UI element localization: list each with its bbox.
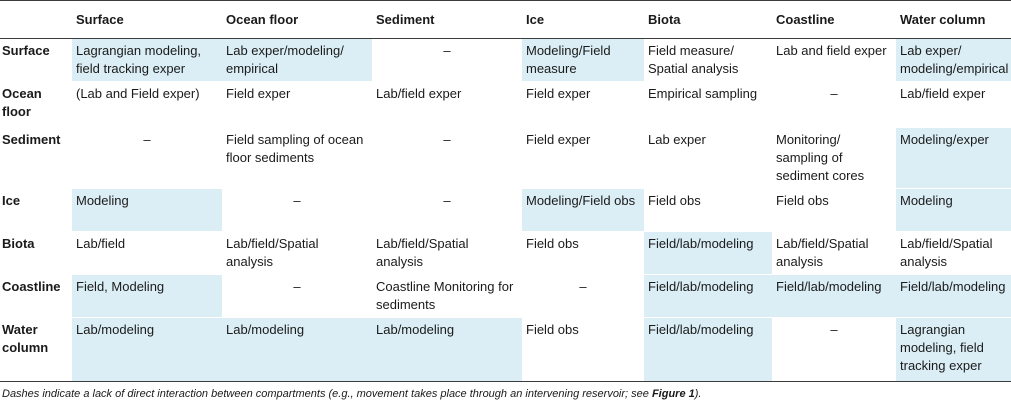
header-water-column: Water column — [896, 0, 1011, 39]
table-cell: Lab/field/Spatial analysis — [896, 231, 1011, 275]
header-sediment: Sediment — [372, 0, 522, 39]
table-cell: Coastline Monitoring for sediments — [372, 274, 522, 318]
caption-text: Dashes indicate a lack of direct interac… — [2, 388, 652, 400]
header-row: Surface Ocean floor Sediment Ice Biota C… — [0, 0, 1011, 39]
table-cell: Field measure/ Spatial analysis — [644, 38, 772, 82]
table-cell: Lab and field exper — [772, 38, 896, 82]
table-cell: Field obs — [644, 188, 772, 232]
header-coastline: Coastline — [772, 0, 896, 39]
table-cell: – — [222, 188, 372, 232]
table-cell: Field obs — [522, 317, 644, 382]
table-row: Ice Modeling – – Modeling/Field obs Fiel… — [0, 188, 1011, 232]
header-surface: Surface — [72, 0, 222, 39]
table-cell: Lab/modeling — [372, 317, 522, 382]
table-cell: Field/lab/modeling — [644, 274, 772, 318]
caption-text-end: ). — [694, 388, 702, 400]
table-cell: Field/lab/modeling — [644, 231, 772, 275]
table-cell: – — [222, 274, 372, 318]
table-cell: Field exper — [522, 81, 644, 128]
header-ocean-floor: Ocean floor — [222, 0, 372, 39]
table-cell: – — [772, 317, 896, 382]
table-cell: Lab/field/Spatial analysis — [372, 231, 522, 275]
row-label: Biota — [2, 235, 35, 251]
table-cell: – — [372, 127, 522, 189]
table-cell: Lagrangian modeling, field tracking expe… — [72, 38, 222, 82]
table-cell: Modeling/Field obs — [522, 188, 644, 232]
table-cell: Field, Modeling — [72, 274, 222, 318]
table-row: Surface Lagrangian modeling, field track… — [0, 38, 1011, 82]
table-cell: Lab/modeling — [72, 317, 222, 382]
table-cell: Empirical sampling — [644, 81, 772, 128]
table-cell: Lab exper/modeling/ empirical — [222, 38, 372, 82]
table-cell: Modeling — [896, 188, 1011, 232]
table-cell: Lab/field exper — [372, 81, 522, 128]
table-cell: Field obs — [522, 231, 644, 275]
table-cell: Modeling — [72, 188, 222, 232]
table-cell: Field/lab/modeling — [772, 274, 896, 318]
table-cell: Lab exper/ modeling/empirical — [896, 38, 1011, 82]
table-cell: Lagrangian modeling, field tracking expe… — [896, 317, 1011, 382]
table-cell: Field/lab/modeling — [896, 274, 1011, 318]
table-cell: – — [72, 127, 222, 189]
table-row: Water column Lab/modeling Lab/modeling L… — [0, 317, 1011, 382]
interaction-table: Surface Ocean floor Sediment Ice Biota C… — [0, 0, 1011, 382]
table-caption: Dashes indicate a lack of direct interac… — [2, 387, 1007, 401]
table-cell: Field exper — [522, 127, 644, 189]
table-cell: Lab/field/Spatial analysis — [772, 231, 896, 275]
table-row: Sediment – Field sampling of ocean floor… — [0, 127, 1011, 189]
table-cell: Lab/field/Spatial analysis — [222, 231, 372, 275]
table-cell: – — [372, 38, 522, 82]
row-label: Ice — [2, 192, 21, 208]
table-cell: Field sampling of ocean floor sediments — [222, 127, 372, 189]
table-cell: Field exper — [222, 81, 372, 128]
row-label: Sediment — [2, 131, 61, 147]
table-cell: Modeling/Field measure — [522, 38, 644, 82]
table-cell: Field obs — [772, 188, 896, 232]
table-row: Ocean floor (Lab and Field exper) Field … — [0, 81, 1011, 128]
table-cell: Field/lab/modeling — [644, 317, 772, 382]
table-cell: – — [772, 81, 896, 128]
table-cell: Lab/modeling — [222, 317, 372, 382]
table-cell: Lab exper — [644, 127, 772, 189]
table-cell: Modeling/exper — [896, 127, 1011, 189]
table-row: Coastline Field, Modeling – Coastline Mo… — [0, 274, 1011, 318]
figure-reference-link[interactable]: Figure 1 — [651, 388, 695, 400]
table-cell: Lab/field exper — [896, 81, 1011, 128]
header-corner — [0, 0, 72, 39]
row-label: Water column — [0, 317, 72, 382]
row-label: Ocean floor — [2, 85, 42, 119]
table-row: Biota Lab/field Lab/field/Spatial analys… — [0, 231, 1011, 275]
table-cell: – — [372, 188, 522, 232]
table-cell: (Lab and Field exper) — [72, 81, 222, 128]
row-label: Surface — [2, 43, 50, 58]
header-ice: Ice — [522, 0, 644, 39]
row-label: Coastline — [2, 278, 61, 294]
table-cell: Monitoring/ sampling of sediment cores — [772, 127, 896, 189]
header-biota: Biota — [644, 0, 772, 39]
table-cell: Lab/field — [72, 231, 222, 275]
table-cell: – — [522, 274, 644, 318]
